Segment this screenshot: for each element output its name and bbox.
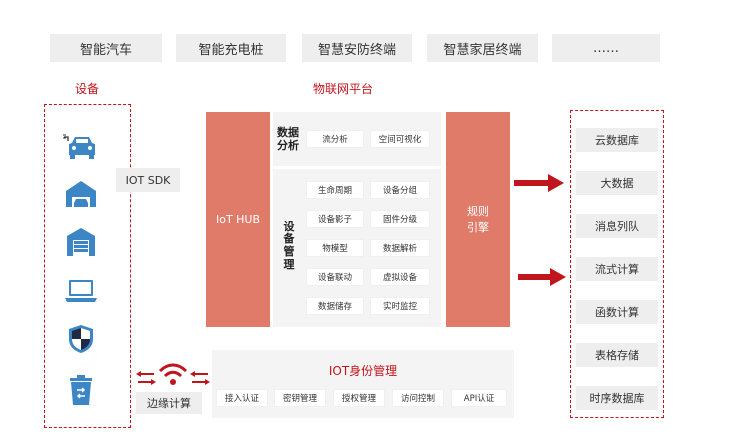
destination-timeseries-database: 时序数据库 [576, 386, 658, 410]
chip-virtual-device: 虚拟设备 [370, 268, 430, 286]
iot-hub-block: IoT HUB [206, 112, 270, 327]
devices-section-title: 设备 [75, 82, 100, 96]
garage-car-icon [63, 178, 99, 210]
chip-lifecycle: 生命周期 [306, 181, 364, 199]
category-security-terminal: 智慧安防终端 [302, 34, 412, 62]
destination-function-computing: 函数计算 [576, 300, 658, 324]
shield-icon [63, 322, 99, 356]
platform-section-title: 物联网平台 [313, 82, 374, 96]
chip-realtime-monitor: 实时监控 [370, 297, 430, 315]
double-arrow-right [190, 370, 210, 385]
chip-access-control: 访问控制 [392, 389, 444, 407]
category-home-terminal: 智慧家居终端 [427, 34, 538, 62]
category-more: …… [552, 34, 660, 62]
chip-data-parsing: 数据解析 [370, 239, 430, 257]
rule-engine-block: 规则 引擎 [446, 112, 510, 327]
chip-thing-model: 物模型 [306, 239, 364, 257]
chip-key-management: 密钥管理 [274, 389, 326, 407]
chip-data-storage: 数据储存 [306, 297, 364, 315]
recycle-bin-icon [63, 372, 99, 408]
arrow-right-upper [514, 173, 564, 193]
destination-table-storage: 表格存储 [576, 343, 658, 367]
arrow-right-lower [518, 267, 566, 287]
chip-device-linkage: 设备联动 [306, 268, 364, 286]
chip-access-auth: 接入认证 [216, 389, 268, 407]
chip-spatial-visualization: 空间可视化 [370, 130, 430, 148]
destinations-panel [570, 110, 664, 418]
chip-stream-analysis: 流分析 [306, 130, 364, 148]
category-smart-car: 智能汽车 [50, 34, 162, 62]
car-charging-icon [63, 132, 99, 164]
chip-device-group: 设备分组 [370, 181, 430, 199]
destination-cloud-database: 云数据库 [576, 128, 658, 152]
devices-panel [44, 104, 131, 428]
double-arrow-left [136, 370, 156, 385]
destination-big-data: 大数据 [576, 171, 658, 195]
chip-authorization-management: 授权管理 [333, 389, 385, 407]
garage-door-icon [63, 224, 99, 260]
chip-device-shadow: 设备影子 [306, 210, 364, 228]
device-management-label: 设 备 管 理 [283, 219, 295, 271]
data-analysis-label: 数据 分析 [277, 126, 299, 152]
iot-sdk-label: IOT SDK [116, 168, 180, 192]
wifi-icon [158, 362, 188, 386]
edge-computing-label: 边缘计算 [136, 392, 202, 414]
laptop-icon [63, 276, 99, 306]
identity-management-title: IOT身份管理 [328, 363, 398, 378]
destination-stream-computing: 流式计算 [576, 257, 658, 281]
destination-message-queue: 消息列队 [576, 214, 658, 238]
category-charging-pile: 智能充电桩 [176, 34, 286, 62]
chip-firmware-level: 固件分级 [370, 210, 430, 228]
chip-api-auth: API认证 [451, 389, 507, 407]
